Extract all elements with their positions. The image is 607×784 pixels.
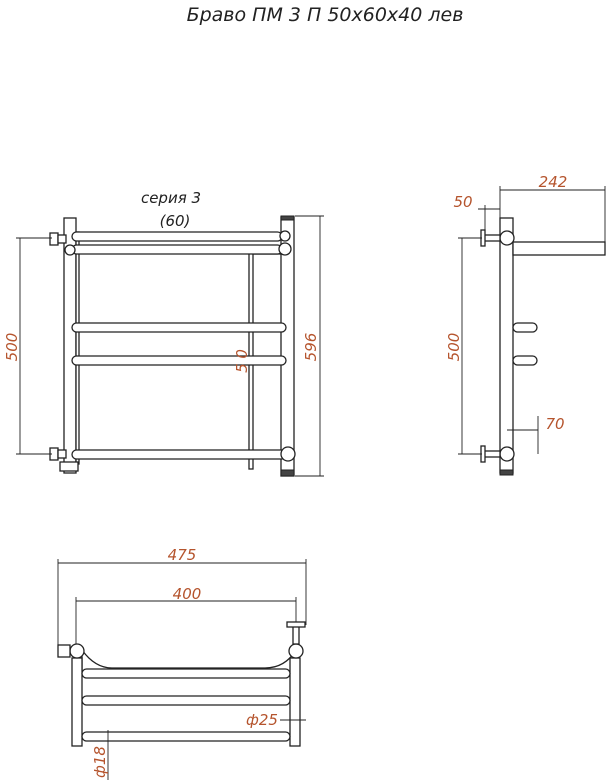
top-rail-1: [81, 668, 291, 679]
top-rail-3: [81, 731, 291, 742]
side-rung-1: [512, 322, 538, 333]
top-right-pipe: [292, 625, 300, 645]
series-spec-label: (60): [160, 212, 191, 230]
rung-2: [71, 355, 287, 366]
dim-label-inner: 5 0: [233, 349, 251, 373]
bottom-connection-pipe: [57, 449, 67, 459]
dim-label-475: 475: [168, 546, 197, 564]
dim-label-d25: ф25: [246, 711, 278, 729]
series-label: серия 3: [141, 189, 201, 207]
top-left-post: [71, 657, 83, 747]
top-right-post: [289, 657, 301, 747]
shelf-arm: [512, 241, 606, 256]
dim-label-400: 400: [173, 585, 202, 603]
side-top-connection: [499, 230, 515, 246]
left-foot: [59, 461, 79, 472]
right-top-knob: [278, 242, 292, 256]
top-rail-upper: [71, 231, 283, 242]
side-post-foot: [499, 469, 514, 476]
left-post-inner: [75, 231, 80, 465]
left-post: [63, 217, 77, 474]
rung-1: [71, 322, 287, 333]
top-rail-lower: [71, 244, 283, 255]
right-post: [280, 216, 295, 477]
right-top-end: [280, 215, 295, 221]
side-post: [499, 217, 514, 474]
drawing-title: Браво ПМ 3 П 50x60x40 лев: [187, 4, 464, 26]
side-bottom-connection: [499, 446, 515, 462]
side-view: 242 50 500 70: [445, 173, 606, 476]
left-top-knob: [64, 244, 76, 256]
rung-bottom: [71, 449, 287, 460]
dim-label-242: 242: [539, 173, 568, 191]
right-top-cap: [279, 230, 291, 242]
top-left-connection: [69, 643, 85, 659]
front-view: серия 3 (60) 500: [3, 189, 324, 477]
dim-label-d18: ф18: [91, 746, 109, 778]
top-connection-pipe: [57, 234, 67, 244]
dim-label-596: 596: [302, 333, 320, 362]
side-rung-2: [512, 355, 538, 366]
dim-label-70: 70: [545, 415, 564, 433]
top-left-nut: [57, 644, 71, 658]
top-right-nut: [286, 621, 306, 628]
top-connection-nut: [49, 232, 59, 246]
top-view: 475 400 ф25 ф18: [57, 546, 307, 780]
right-bottom-knob: [280, 446, 296, 462]
top-rail-2: [81, 695, 291, 706]
dim-label-500: 500: [3, 333, 21, 362]
top-right-connection: [288, 643, 304, 659]
right-foot: [280, 469, 295, 477]
dim-label-50: 50: [453, 193, 472, 211]
dim-label-side-500: 500: [445, 333, 463, 362]
